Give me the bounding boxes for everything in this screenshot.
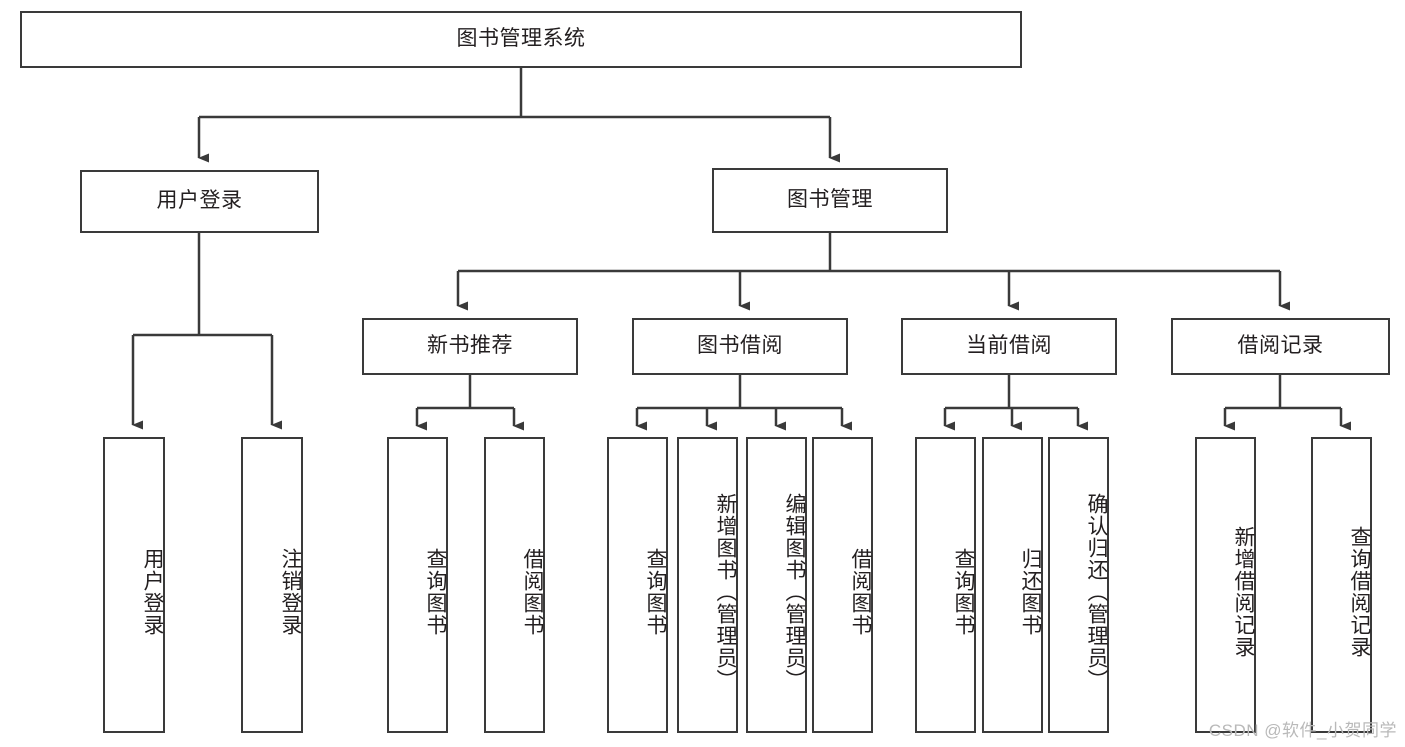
node-label: 新增借阅记录 <box>1232 526 1255 658</box>
node-label: 图书管理系统 <box>456 27 586 51</box>
node-leaf-add-book[interactable]: 新增图书（管理员） <box>677 437 738 733</box>
node-book-management[interactable]: 图书管理 <box>712 168 948 233</box>
node-leaf-confirm-return[interactable]: 确认归还（管理员） <box>1048 437 1109 733</box>
node-leaf-return-book[interactable]: 归还图书 <box>982 437 1043 733</box>
watermark-text: CSDN @软件_小贺同学 <box>1208 721 1397 740</box>
node-borrow-record[interactable]: 借阅记录 <box>1171 318 1390 375</box>
node-current-borrow[interactable]: 当前借阅 <box>901 318 1117 375</box>
node-leaf-user-login[interactable]: 用户登录 <box>103 437 165 733</box>
node-new-book-recommend[interactable]: 新书推荐 <box>362 318 578 375</box>
node-label: 新书推荐 <box>427 334 513 358</box>
node-leaf-query-book-2[interactable]: 查询图书 <box>607 437 668 733</box>
node-label: 图书借阅 <box>697 334 783 358</box>
node-label: 注销登录 <box>279 548 302 636</box>
node-user-login[interactable]: 用户登录 <box>80 170 319 233</box>
node-leaf-borrow-book-2[interactable]: 借阅图书 <box>812 437 873 733</box>
node-leaf-add-borrow-record[interactable]: 新增借阅记录 <box>1195 437 1256 733</box>
node-label: 用户登录 <box>156 189 243 213</box>
node-leaf-query-book-3[interactable]: 查询图书 <box>915 437 976 733</box>
node-label: 借阅记录 <box>1237 334 1324 358</box>
node-book-management-system[interactable]: 图书管理系统 <box>20 11 1022 68</box>
node-label: 归还图书 <box>1019 548 1042 636</box>
node-leaf-edit-book[interactable]: 编辑图书（管理员） <box>746 437 807 733</box>
node-leaf-query-borrow-record[interactable]: 查询借阅记录 <box>1311 437 1372 733</box>
node-book-borrow[interactable]: 图书借阅 <box>632 318 848 375</box>
node-leaf-query-book-1[interactable]: 查询图书 <box>387 437 448 733</box>
node-label: 查询图书 <box>952 548 975 636</box>
node-label: 查询借阅记录 <box>1348 526 1371 658</box>
node-leaf-logout-login[interactable]: 注销登录 <box>241 437 303 733</box>
node-label: 查询图书 <box>644 548 667 636</box>
node-label: 编辑图书（管理员） <box>783 493 806 691</box>
node-label: 确认归还（管理员） <box>1085 493 1108 691</box>
node-label: 新增图书（管理员） <box>714 493 737 691</box>
node-leaf-borrow-book-1[interactable]: 借阅图书 <box>484 437 545 733</box>
node-label: 查询图书 <box>424 548 447 636</box>
node-label: 用户登录 <box>141 548 164 636</box>
node-label: 当前借阅 <box>966 334 1052 358</box>
node-label: 借阅图书 <box>521 548 544 636</box>
node-label: 图书管理 <box>787 188 873 212</box>
node-label: 借阅图书 <box>849 548 872 636</box>
